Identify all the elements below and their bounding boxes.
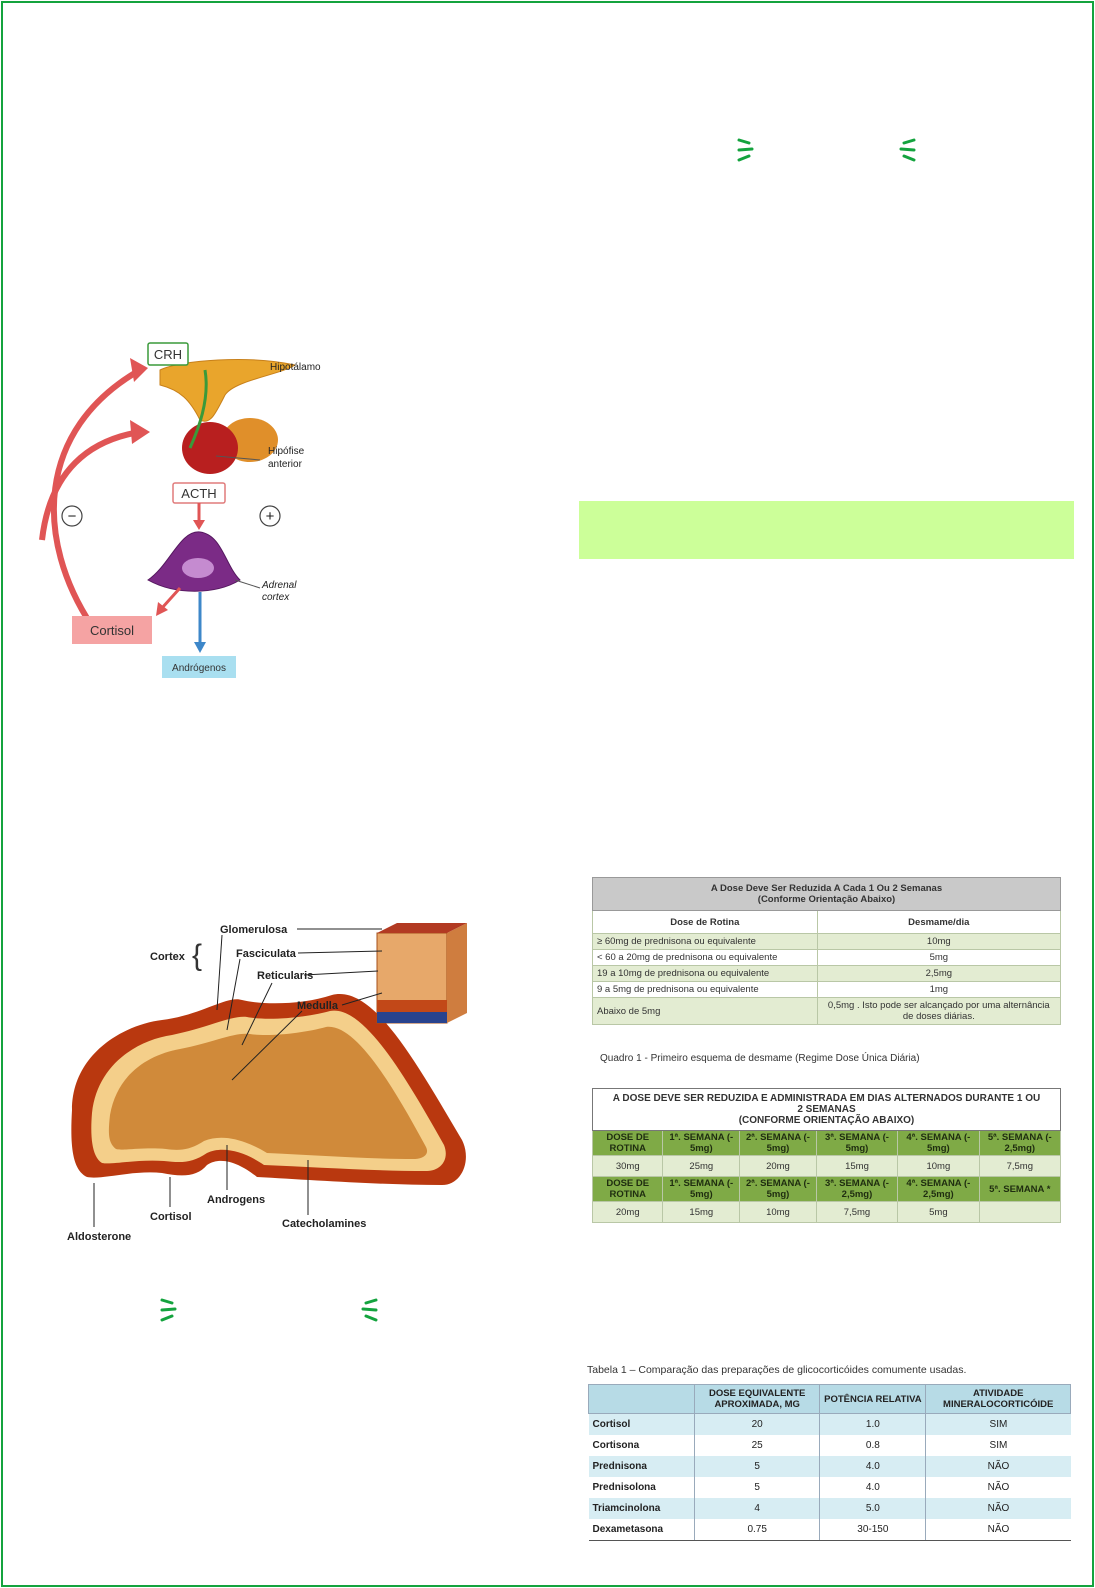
hipofise-label-2: anterior [268,459,303,470]
aldosterone-label: Aldosterone [67,1231,131,1243]
medulla-label: Medulla [297,1000,339,1012]
quote-close-icon [895,137,917,163]
cortex-label: Cortex [150,951,186,963]
table-header-row: DOSE EQUIVALENTE APROXIMADA, MG POTÊNCIA… [589,1385,1071,1414]
highlight-box [579,501,1074,559]
weaning-table-2-title: A DOSE DEVE SER REDUZIDA E ADMINISTRADA … [593,1089,1061,1131]
quote-close-icon-2 [357,1297,379,1323]
table-row: < 60 a 20mg de prednisona ou equivalente… [593,950,1061,966]
glucocorticoid-table-caption: Tabela 1 – Comparação das preparações de… [587,1364,966,1376]
cortex-brace: { [192,939,202,972]
weaning-table-2: A DOSE DEVE SER REDUZIDA E ADMINISTRADA … [592,1088,1061,1223]
col-desmame: Desmame/dia [817,911,1060,934]
weaning-table-1: A Dose Deve Ser Reduzida A Cada 1 Ou 2 S… [592,877,1061,1025]
feedback-arrow-hypothalamus [54,370,140,626]
quote-open-icon [736,137,758,163]
hipotalamo-label: Hipotálamo [270,362,321,373]
fasciculata-label: Fasciculata [236,948,297,960]
androgenos-label: Andrógenos [172,663,226,674]
hpa-axis-diagram: CRH Hipotálamo Hipófise anterior ACTH − … [30,340,350,700]
adrenal-gland-diagram: Glomerulosa Cortex Fasciculata Reticular… [42,915,497,1245]
cortisol-label: Cortisol [90,623,134,638]
hipofise-label-1: Hipófise [268,446,305,457]
adrenal-label-2: cortex [262,592,290,603]
androgens-label: Androgens [207,1194,265,1206]
minus-label: − [68,508,77,525]
cortisol-zone-label: Cortisol [150,1211,192,1223]
glucocorticoid-table: DOSE EQUIVALENTE APROXIMADA, MG POTÊNCIA… [588,1384,1071,1541]
weaning-table-1-title: A Dose Deve Ser Reduzida A Cada 1 Ou 2 S… [593,878,1061,911]
quote-open-icon-2 [159,1297,181,1323]
reticularis-label: Reticularis [257,970,313,982]
acth-label: ACTH [181,486,216,501]
plus-label: + [266,508,275,525]
col-dose-rotina: Dose de Rotina [593,911,818,934]
crh-label: CRH [154,347,182,362]
catecholamines-label: Catecholamines [282,1218,366,1230]
glomerulosa-label: Glomerulosa [220,924,288,936]
adrenal-label-1: Adrenal [261,580,297,591]
weaning-table-1-caption: Quadro 1 - Primeiro esquema de desmame (… [600,1053,920,1064]
